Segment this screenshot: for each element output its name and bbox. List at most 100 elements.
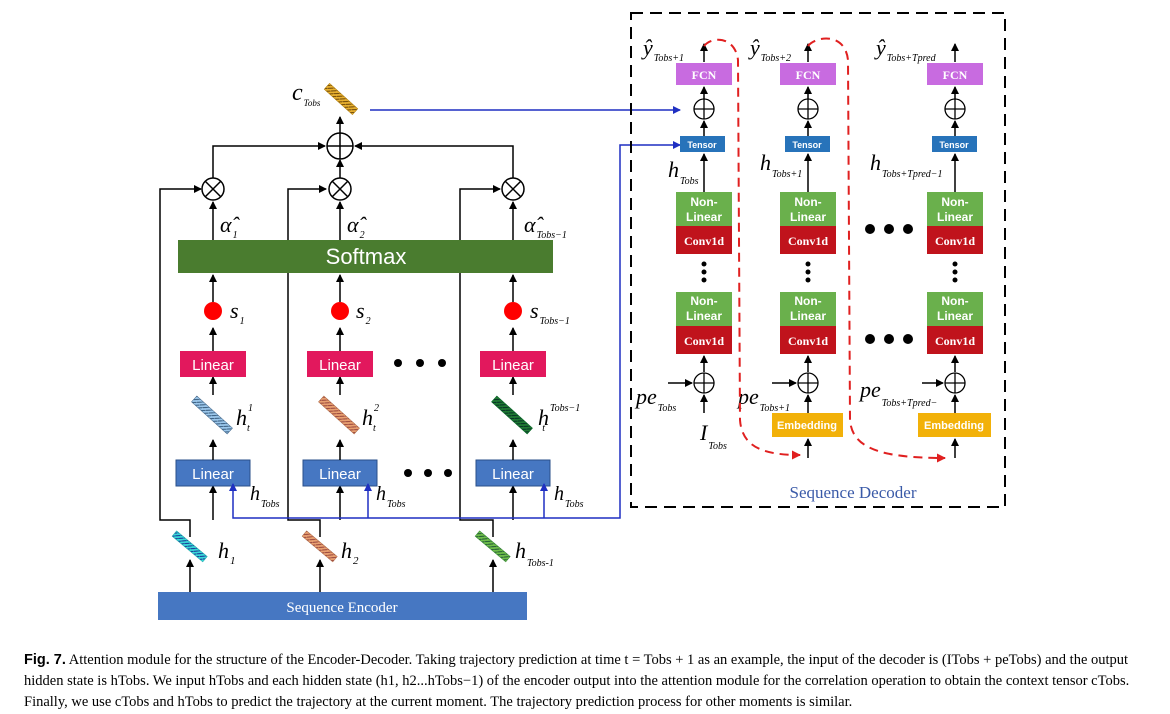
htobs-feedback-line: [229, 150, 621, 519]
htobs-label-1: hTobs: [250, 483, 280, 510]
score-dot-2: [331, 302, 349, 320]
pe-label-3: peTobs+Tpred−: [858, 377, 937, 409]
decoder-dashed-border: [630, 12, 1006, 508]
hT-vector: [474, 530, 511, 563]
ellipsis-dots-red-linear: [394, 359, 446, 367]
embedding-box-2: [772, 413, 843, 437]
fcn-label: FCN: [943, 68, 968, 82]
alpha-label-3: α̂Tobs−1: [524, 212, 567, 241]
pe-label-1: peTobs: [634, 384, 676, 414]
linear-box-red-3: [480, 351, 546, 377]
embedding-label: Embedding: [924, 420, 984, 432]
encoder-decoder-diagram: Sequence Encoder h1 h2 hTobs-1 Linear Li…: [158, 12, 1006, 620]
feedback-path-2: [807, 37, 946, 463]
plus-op-pe-3: [944, 372, 966, 394]
nonlinear-label: Non-: [941, 195, 968, 209]
nonlinear-label: Non-: [794, 195, 821, 209]
h1-label: h1: [218, 538, 236, 567]
linear-box-red-1: [180, 351, 246, 377]
alpha-label-1: α̂1: [220, 212, 241, 241]
fcn-box-2: [780, 63, 836, 85]
ht-vector-3: [491, 395, 533, 435]
htobs-label-3: hTobs: [554, 483, 584, 510]
dec-h-label-2: hTobs+1: [760, 150, 802, 180]
alpha-label-2: α̂2: [347, 212, 368, 241]
tensor-label: Tensor: [687, 140, 717, 150]
h2-label: h2: [341, 538, 359, 567]
fcn-box-1: [676, 63, 732, 85]
conv-label: Conv1d: [788, 234, 828, 248]
nonlinear-box-3a: [927, 192, 983, 226]
plus-op-pe-2: [797, 372, 819, 394]
nonlinear-label: Linear: [790, 309, 826, 323]
sequence-encoder-label: Sequence Encoder: [286, 600, 397, 616]
ht-vector-1: [191, 395, 233, 435]
sequence-decoder-label: Sequence Decoder: [790, 483, 917, 502]
nonlinear-label: Non-: [941, 294, 968, 308]
linear-label: Linear: [492, 466, 534, 483]
linear-box-red-2: [307, 351, 373, 377]
htobs-to-tensor: [619, 141, 681, 150]
y-label-1: ŷTobs+1: [641, 35, 684, 64]
vertical-dots-3: [952, 261, 958, 283]
plus-op-pe-1: [693, 372, 715, 394]
nonlinear-label: Linear: [686, 210, 722, 224]
fcn-box-3: [927, 63, 983, 85]
linear-box-blue-3: [475, 459, 551, 487]
conv-label: Conv1d: [684, 234, 724, 248]
nonlinear-label: Linear: [686, 309, 722, 323]
ht-vector-2: [318, 395, 360, 435]
encoder-section: Sequence Encoder h1 h2 hTobs-1 Linear Li…: [158, 80, 681, 620]
conv-label: Conv1d: [935, 234, 975, 248]
score-dot-1: [204, 302, 222, 320]
sum-op: [326, 132, 354, 160]
conv-label: Conv1d: [788, 334, 828, 348]
conv-box-1a: [676, 226, 732, 254]
multiply-ops: [201, 177, 525, 201]
plus-op-1: [693, 98, 715, 120]
sequence-encoder-bar: [158, 592, 527, 620]
plus-op-2: [797, 98, 819, 120]
arrow-mul3-sum: [354, 142, 514, 178]
feedback-path-1: [703, 38, 801, 460]
ellipsis-dots-decoder-top: [865, 224, 913, 234]
embedding-box-3: [918, 413, 991, 437]
figure-caption: Fig. 7. Attention module for the structu…: [24, 650, 1144, 713]
linear-label: Linear: [492, 357, 534, 374]
tensor-box-2: [785, 136, 830, 152]
nonlinear-box-1a: [676, 192, 732, 226]
fcn-label: FCN: [796, 68, 821, 82]
caption-label: Fig. 7.: [24, 652, 66, 668]
skip-line-2: [287, 185, 327, 537]
pe-label-2: peTobs+1: [736, 384, 790, 414]
vertical-dots-1: [701, 261, 707, 283]
plus-op-3: [944, 98, 966, 120]
nonlinear-label: Linear: [937, 309, 973, 323]
htobs-label-2: hTobs: [376, 483, 406, 510]
conv-box-1b: [676, 326, 732, 354]
embedding-label: Embedding: [777, 420, 837, 432]
tensor-label: Tensor: [792, 140, 822, 150]
softmax-label: Softmax: [326, 244, 407, 269]
tensor-box-3: [932, 136, 977, 152]
nonlinear-label: Linear: [790, 210, 826, 224]
nonlinear-label: Non-: [690, 294, 717, 308]
context-label: cTobs: [292, 80, 321, 108]
h1-vector: [171, 530, 208, 563]
conv-box-2b: [780, 326, 836, 354]
linear-label: Linear: [319, 466, 361, 483]
s-label-1: s1: [230, 298, 245, 327]
nonlinear-box-3b: [927, 292, 983, 326]
nonlinear-box-2a: [780, 192, 836, 226]
h2-vector: [301, 530, 338, 563]
ellipsis-dots-decoder-bottom: [865, 334, 913, 344]
conv-label: Conv1d: [684, 334, 724, 348]
caption-text: Attention module for the structure of th…: [24, 652, 1130, 710]
arrow-mul1-sum: [212, 142, 326, 178]
context-vector: [323, 82, 359, 116]
decoder-column-1: ŷTobs+1 FCN Tensor hTobs Non- Linear Con…: [634, 35, 732, 452]
nonlinear-label: Non-: [794, 294, 821, 308]
decoder-column-2: ŷTobs+2 FCN Tensor hTobs+1 Non- Linear C…: [736, 35, 843, 458]
y-label-2: ŷTobs+2: [748, 35, 791, 64]
conv-box-2a: [780, 226, 836, 254]
